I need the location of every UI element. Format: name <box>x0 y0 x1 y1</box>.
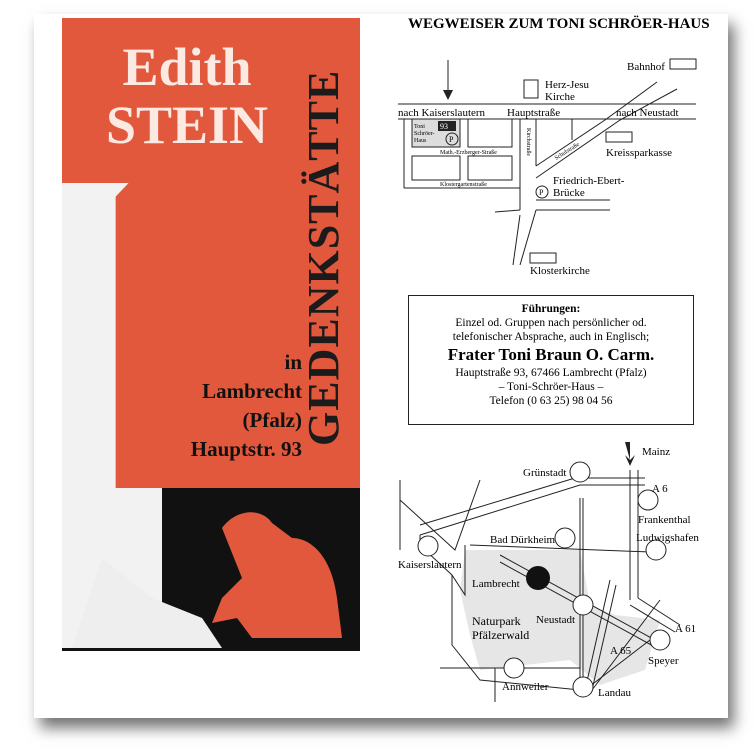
svg-text:Grünstadt: Grünstadt <box>523 467 566 479</box>
svg-text:Herz-Jesu: Herz-Jesu <box>545 79 589 91</box>
town-map: 93 Bahnhof Herz-Jesu Kirche nach Kaisers… <box>398 58 697 277</box>
svg-text:nach Neustadt: nach Neustadt <box>616 107 679 119</box>
svg-text:Schröer-: Schröer- <box>414 131 435 137</box>
svg-text:Neustadt: Neustadt <box>536 614 575 626</box>
svg-text:Naturpark: Naturpark <box>472 614 521 628</box>
svg-text:Brücke: Brücke <box>553 187 585 199</box>
svg-text:Toni: Toni <box>414 124 425 130</box>
region-map: Mainz Grünstadt A 6 Frankenthal Ludwigsh… <box>398 442 699 702</box>
svg-text:Bahnhof: Bahnhof <box>627 61 665 73</box>
title-stein: STEIN <box>105 95 269 155</box>
svg-text:Bad Dürkheim: Bad Dürkheim <box>490 534 556 546</box>
cover-subtitle: in Lambrecht (Pfalz) Hauptstr. 93 <box>190 350 302 461</box>
svg-text:A 61: A 61 <box>675 623 696 635</box>
svg-text:Kirche: Kirche <box>545 91 575 103</box>
illustration-figure <box>72 512 342 648</box>
svg-text:Math.-Erzberger-Straße: Math.-Erzberger-Straße <box>440 149 497 156</box>
lambrecht-marker <box>526 566 550 590</box>
svg-text:A 6: A 6 <box>652 483 668 495</box>
svg-text:P: P <box>449 135 454 144</box>
title-edith: Edith <box>122 37 252 97</box>
svg-text:Hauptstraße: Hauptstraße <box>507 107 560 119</box>
svg-text:Landau: Landau <box>598 687 631 699</box>
svg-text:Haus: Haus <box>414 138 427 144</box>
svg-text:Pfälzerwald: Pfälzerwald <box>472 628 529 642</box>
svg-text:Kaiserslautern: Kaiserslautern <box>398 559 462 571</box>
svg-text:Annweiler: Annweiler <box>502 681 549 693</box>
svg-text:Frankenthal: Frankenthal <box>638 514 691 526</box>
svg-text:Lambrecht: Lambrecht <box>472 578 520 590</box>
svg-text:Kreissparkasse: Kreissparkasse <box>606 147 672 159</box>
arrow-down-icon <box>625 442 635 466</box>
svg-text:Kirchstraße: Kirchstraße <box>525 128 532 156</box>
svg-text:Klostergartenstraße: Klostergartenstraße <box>440 181 487 188</box>
brochure-cover: Edith STEIN GEDENKSTÄTTE in Lambrecht (P… <box>62 18 360 651</box>
svg-text:Mainz: Mainz <box>642 446 670 458</box>
svg-text:A 65: A 65 <box>610 645 632 657</box>
wegweiser-title: WEGWEISER ZUM TONI SCHRÖER-HAUS <box>408 16 710 32</box>
svg-text:93: 93 <box>440 122 448 131</box>
svg-text:Speyer: Speyer <box>648 655 679 667</box>
svg-text:Ludwigshafen: Ludwigshafen <box>636 532 699 544</box>
svg-text:nach Kaiserslautern: nach Kaiserslautern <box>398 107 486 119</box>
svg-text:Klosterkirche: Klosterkirche <box>530 265 590 277</box>
svg-text:Friedrich-Ebert-: Friedrich-Ebert- <box>553 175 625 187</box>
info-box: Führungen: Einzel od. Gruppen nach persö… <box>408 295 694 425</box>
svg-text:P: P <box>539 188 544 197</box>
